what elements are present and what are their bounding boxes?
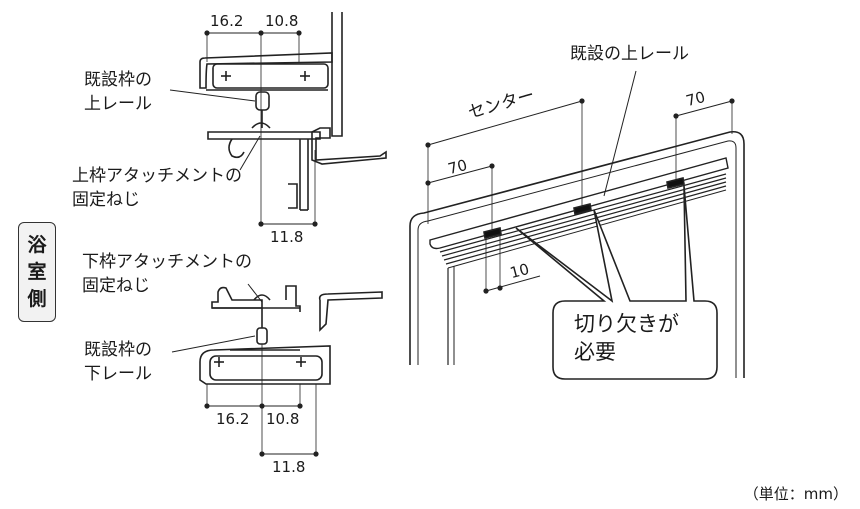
upper-existing-frame-label-2: 上レール	[84, 94, 152, 114]
upper-section-drawing	[169, 12, 387, 227]
side-tag-char: 浴	[27, 233, 47, 256]
upper-dim-bottom: 11.8	[270, 228, 304, 246]
lower-dim-bottom: 11.8	[272, 458, 306, 476]
upper-existing-frame-label-1: 既設枠の	[84, 70, 152, 90]
upper-screw-label-2: 固定ねじ	[72, 190, 140, 210]
lower-screw-label-1: 下枠アタッチメントの	[82, 252, 252, 272]
bathroom-side-tag: 浴 室 側	[18, 222, 56, 322]
callout-line-2: 必要	[574, 340, 616, 364]
side-tag-char: 側	[27, 287, 47, 310]
lower-dim-bottom-right: 10.8	[266, 410, 300, 428]
upper-screw-label-1: 上枠アタッチメントの	[72, 166, 242, 186]
lower-existing-frame-label-2: 下レール	[84, 364, 152, 384]
lower-dim-bottom-left: 16.2	[216, 410, 250, 428]
upper-dim-top-left: 16.2	[210, 12, 244, 30]
lower-existing-frame-label-1: 既設枠の	[84, 340, 152, 360]
side-tag-char: 室	[27, 260, 47, 283]
unit-note: （単位：mm）	[743, 485, 848, 503]
callout-line-1: 切り欠きが	[574, 312, 679, 336]
callout-bubble-shape	[515, 185, 718, 380]
upper-dim-top-right: 10.8	[265, 12, 299, 30]
callout-text: 切り欠きが 必要	[574, 310, 679, 366]
existing-upper-rail-label: 既設の上レール	[570, 44, 689, 64]
lower-section-drawing	[171, 283, 383, 457]
perspective-drawing	[409, 70, 745, 378]
lower-screw-label-2: 固定ねじ	[82, 276, 150, 296]
